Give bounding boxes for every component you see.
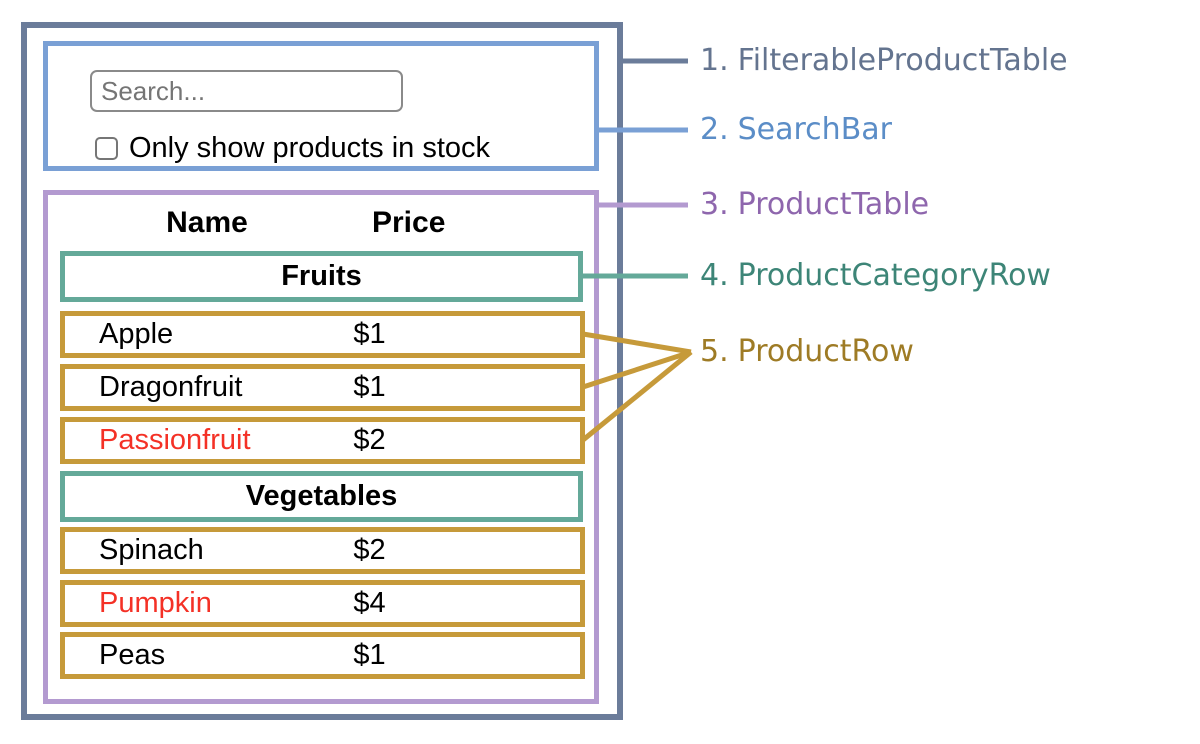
stock-filter-row: Only show products in stock <box>95 132 490 165</box>
search-bar-box: Only show products in stock <box>43 41 599 171</box>
legend-label: FilterableProductTable <box>737 43 1068 78</box>
product-row: Apple $1 <box>60 311 585 358</box>
product-price: $1 <box>353 318 386 350</box>
product-row: Peas $1 <box>60 632 585 679</box>
legend-item-product-category-row: 4.ProductCategoryRow <box>700 255 1051 297</box>
category-label: Fruits <box>281 260 362 292</box>
category-label: Vegetables <box>245 480 398 512</box>
legend-number: 4. <box>700 258 729 293</box>
table-header-row: Name Price <box>60 200 585 245</box>
legend-item-product-row: 5.ProductRow <box>700 331 914 373</box>
legend-label: SearchBar <box>737 112 892 147</box>
product-row: Spinach $2 <box>60 527 585 574</box>
product-price: $2 <box>353 424 386 456</box>
product-price: $2 <box>353 534 386 566</box>
legend-number: 2. <box>700 112 729 147</box>
in-stock-checkbox-label: Only show products in stock <box>129 132 491 164</box>
product-name: Apple <box>99 318 174 350</box>
in-stock-checkbox[interactable] <box>95 137 118 160</box>
legend-label: ProductTable <box>737 187 930 222</box>
product-name: Peas <box>99 639 166 671</box>
product-row: Pumpkin $4 <box>60 580 585 627</box>
product-row: Passionfruit $2 <box>60 417 585 464</box>
product-name: Passionfruit <box>99 424 251 456</box>
product-name: Spinach <box>99 534 204 566</box>
column-header-name: Name <box>166 206 248 239</box>
product-price: $4 <box>353 587 386 619</box>
legend-label: ProductCategoryRow <box>737 258 1051 293</box>
legend-item-filterable-product-table: 1.FilterableProductTable <box>700 40 1068 82</box>
product-name: Pumpkin <box>99 587 212 619</box>
filterable-product-table-box: Only show products in stock Name Price F… <box>21 22 623 720</box>
product-price: $1 <box>353 371 386 403</box>
column-header-price: Price <box>372 206 446 239</box>
product-category-row: Vegetables <box>60 471 583 522</box>
legend-item-search-bar: 2.SearchBar <box>700 109 892 151</box>
search-input[interactable] <box>90 70 403 112</box>
product-price: $1 <box>353 639 386 671</box>
product-name: Dragonfruit <box>99 371 243 403</box>
legend-label: ProductRow <box>737 334 914 369</box>
product-row: Dragonfruit $1 <box>60 364 585 411</box>
legend-number: 1. <box>700 43 729 78</box>
legend-number: 5. <box>700 334 729 369</box>
legend-item-product-table: 3.ProductTable <box>700 184 929 226</box>
legend-number: 3. <box>700 187 729 222</box>
product-category-row: Fruits <box>60 251 583 302</box>
